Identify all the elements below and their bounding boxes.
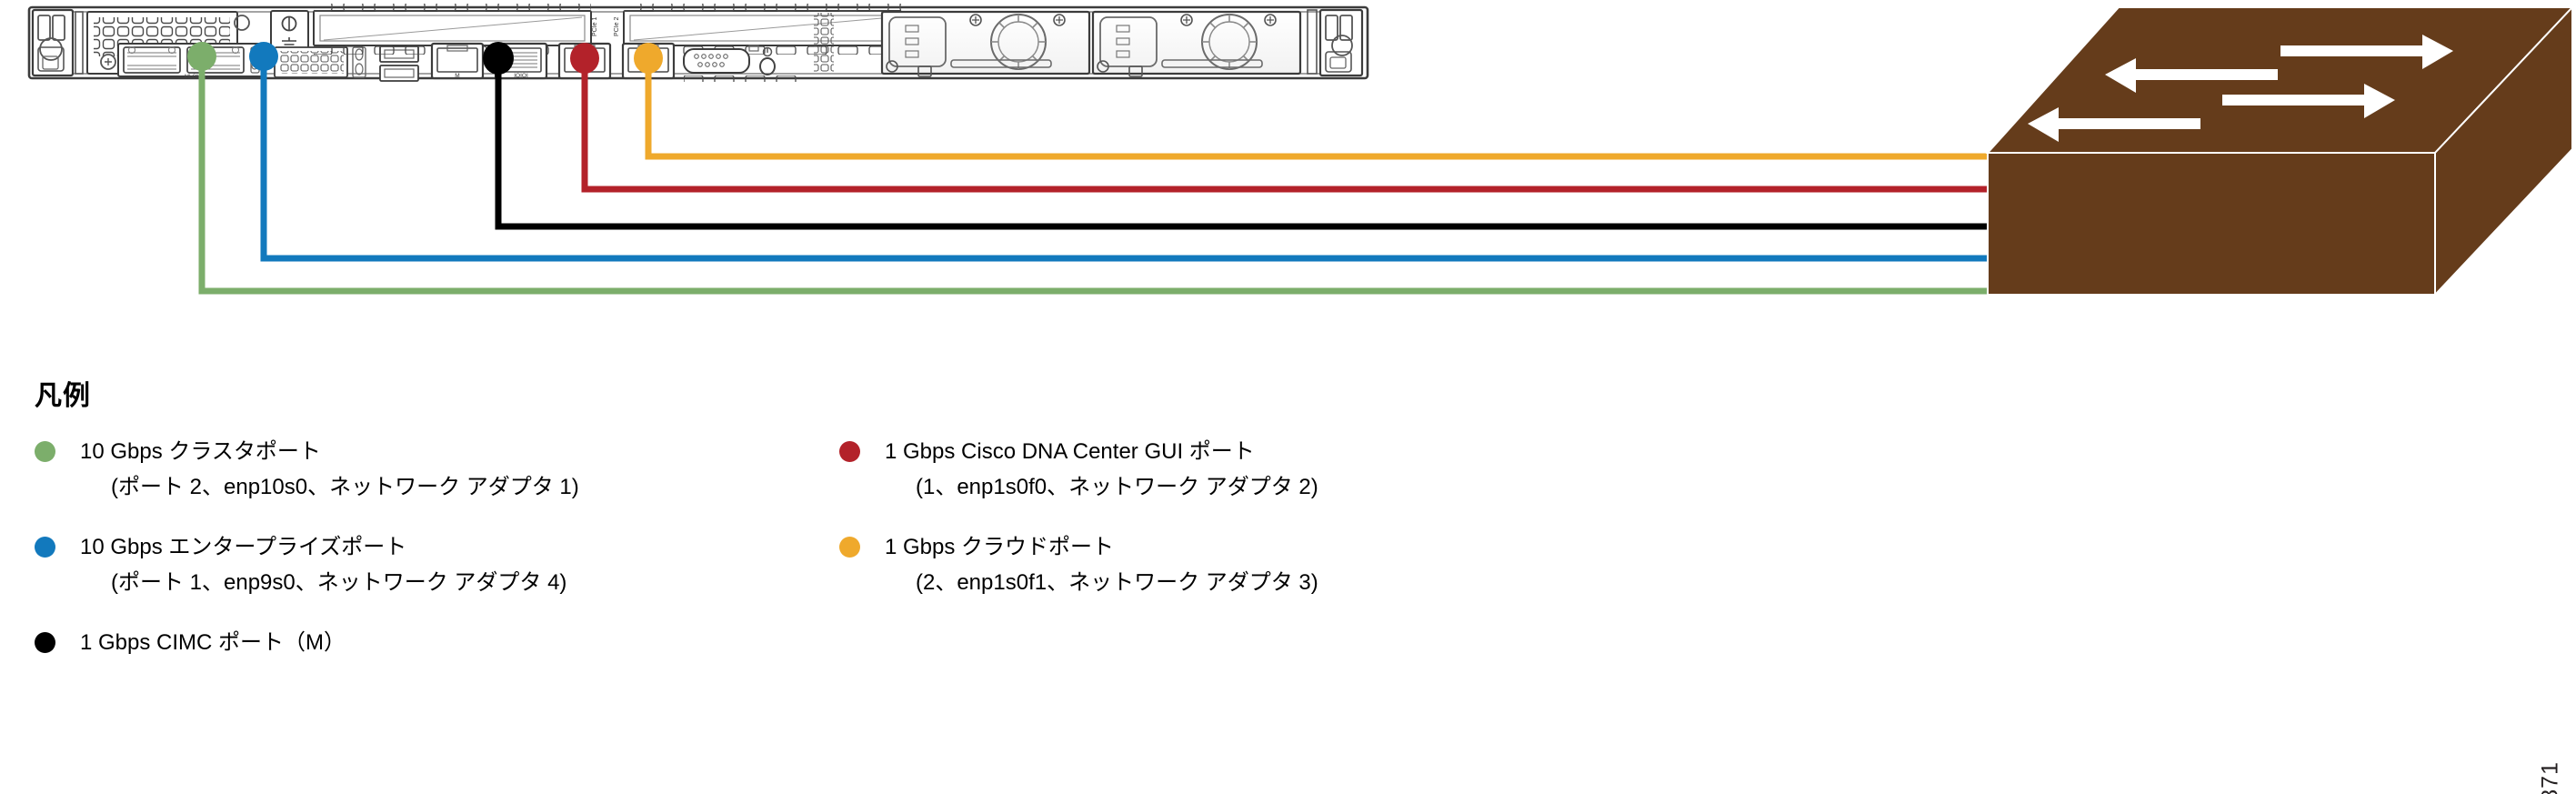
power-supply-1 [880, 10, 1091, 77]
serial-port-silk: IOIOI [514, 73, 528, 79]
switch-arrow-right-1 [2280, 35, 2453, 69]
legend-item-enterprise: 10 Gbps エンタープライズポート (ポート 1、enp9s0、ネットワーク… [35, 534, 835, 597]
cable-bundle [198, 60, 1988, 295]
legend-column-left: 10 Gbps クラスタポート (ポート 2、enp10s0、ネットワーク アダ… [35, 438, 835, 689]
legend-gui-detail: (1、enp1s0f0、ネットワーク アダプタ 2) [916, 475, 1318, 499]
io-controller-grid [274, 46, 366, 78]
legend-enterprise-detail: (ポート 1、enp9s0、ネットワーク アダプタ 4) [111, 570, 567, 595]
cabling-diagram: MLOM [0, 0, 2576, 364]
legend-dot-cimc-icon [35, 632, 55, 653]
switch-side-face [2434, 5, 2573, 297]
switch-arrows [2028, 35, 2453, 142]
vga-port [683, 48, 750, 74]
cable-cloud-orange [645, 60, 1988, 160]
appliance-chassis: MLOM [27, 4, 1369, 82]
legend-dot-cluster-icon [35, 441, 55, 462]
port-dot-gui [570, 43, 599, 74]
legend: 凡例 10 Gbps クラスタポート (ポート 2、enp10s0、ネットワーク… [35, 373, 1853, 655]
cimc-port-m: M [430, 42, 485, 80]
power-supply-2 [1091, 10, 1302, 77]
legend-cloud-detail: (2、enp1s0f1、ネットワーク アダプタ 3) [916, 570, 1318, 595]
pcie1-silk-label: PCIe 1 [592, 16, 598, 36]
port-dot-cluster [187, 42, 216, 71]
cable-gui-red [581, 60, 1988, 193]
cable-enterprise-blue [260, 60, 1988, 262]
legend-column-right: 1 Gbps Cisco DNA Center GUI ポート (1、enp1s… [839, 438, 1585, 629]
legend-dot-cloud-icon [839, 537, 860, 558]
legend-item-cloud: 1 Gbps クラウドポート (2、enp1s0f1、ネットワーク アダプタ 3… [839, 534, 1585, 597]
cimc-port-silk: M [455, 73, 459, 79]
port-dot-enterprise [249, 42, 278, 71]
legend-gui-title: 1 Gbps Cisco DNA Center GUI ポート [885, 439, 1255, 464]
legend-item-cimc: 1 Gbps CIMC ポート（M） [35, 629, 835, 657]
chassis-left-ear [31, 8, 84, 77]
legend-cloud-title: 1 Gbps クラウドポート [885, 535, 1115, 559]
port-dot-cimc [483, 42, 514, 75]
switch-front-face [1987, 152, 2436, 296]
legend-cluster-detail: (ポート 2、enp10s0、ネットワーク アダプタ 1) [111, 475, 579, 499]
legend-cluster-title: 10 Gbps クラスタポート [80, 439, 321, 464]
legend-cimc-title: 1 Gbps CIMC ポート（M） [80, 630, 346, 655]
legend-enterprise-title: 10 Gbps エンタープライズポート [80, 535, 407, 559]
mlom-silk-label: MLOM [185, 75, 201, 80]
legend-dot-gui-icon [839, 441, 860, 462]
cable-cluster-green [198, 60, 1988, 295]
status-led-strip [684, 75, 802, 82]
chassis-right-ear [1307, 8, 1364, 77]
legend-item-cluster: 10 Gbps クラスタポート (ポート 2、enp10s0、ネットワーク アダ… [35, 438, 835, 501]
sfp-port-cage: MLOM [100, 43, 265, 80]
legend-item-gui: 1 Gbps Cisco DNA Center GUI ポート (1、enp1s… [839, 438, 1585, 501]
legend-dot-enterprise-icon [35, 537, 55, 558]
power-button [748, 45, 776, 75]
network-switch [1985, 5, 2575, 297]
cable-cimc-black [495, 60, 1988, 230]
switch-arrow-right-2 [2222, 84, 2395, 118]
legend-title: 凡例 [35, 381, 91, 411]
switch-arrow-left-2 [2028, 107, 2200, 142]
port-dot-cloud [634, 43, 663, 74]
port-indicators [187, 42, 663, 75]
switch-arrow-left-1 [2105, 58, 2278, 93]
pcie2-silk-label: PCIe 2 [614, 16, 620, 36]
figure-id-label: 439871 [2537, 761, 2563, 794]
